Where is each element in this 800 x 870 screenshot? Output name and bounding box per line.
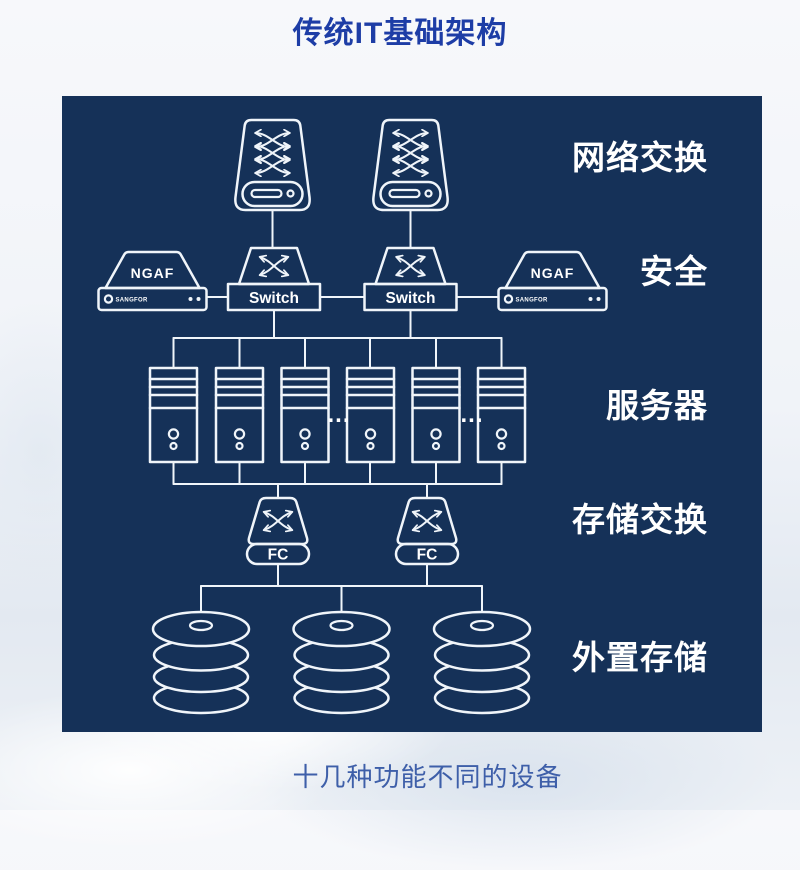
row-label-storage-switch: 存储交换 [572,501,708,538]
row-label-external-storage: 外置存储 [572,639,708,676]
disk-stack-icon [292,610,391,715]
ngaf-device-label: NGAF [131,265,175,281]
fc-switch-left: FC [245,496,311,566]
architecture-diagram-panel: NGAF SANGFOR NGAF SANGFOR Switch [62,96,762,732]
fc-device-label: FC [268,547,289,564]
sangfor-logo-icon [103,294,114,304]
core-switch-icon-left [235,120,309,210]
switch-device-label: Switch [386,290,436,307]
diagram-canvas: NGAF SANGFOR NGAF SANGFOR Switch [97,96,608,715]
page-caption: 十几种功能不同的设备 [292,762,563,792]
server-icon [214,366,265,464]
disk-stack-icon [151,610,251,715]
lan-switch-right: Switch [363,246,458,312]
row-label-security: 安全 [640,253,708,290]
server-icon [345,366,396,464]
lan-switch-left: Switch [226,246,322,312]
server-icons-row: ... ... [148,366,527,464]
row-label-servers: 服务器 [606,387,708,424]
fc-device-label: FC [417,547,438,564]
ngaf-brand-label: SANGFOR [516,298,548,304]
sangfor-logo-icon [503,294,514,304]
server-icon [148,366,199,464]
page-title: 传统IT基础架构 [292,17,508,50]
ngaf-brand-label: SANGFOR [116,298,148,304]
connection-lines [172,209,503,614]
row-label-network-switch: 网络交换 [572,139,708,176]
server-icon [280,366,330,464]
server-ellipsis: ... [327,401,350,428]
switch-device-label: Switch [249,290,299,307]
fc-switch-right: FC [394,496,460,566]
server-ellipsis: ... [460,401,483,428]
ngaf-device-label: NGAF [531,265,575,281]
ngaf-firewall-right: NGAF SANGFOR [497,250,608,312]
ngaf-firewall-left: NGAF SANGFOR [97,250,208,312]
